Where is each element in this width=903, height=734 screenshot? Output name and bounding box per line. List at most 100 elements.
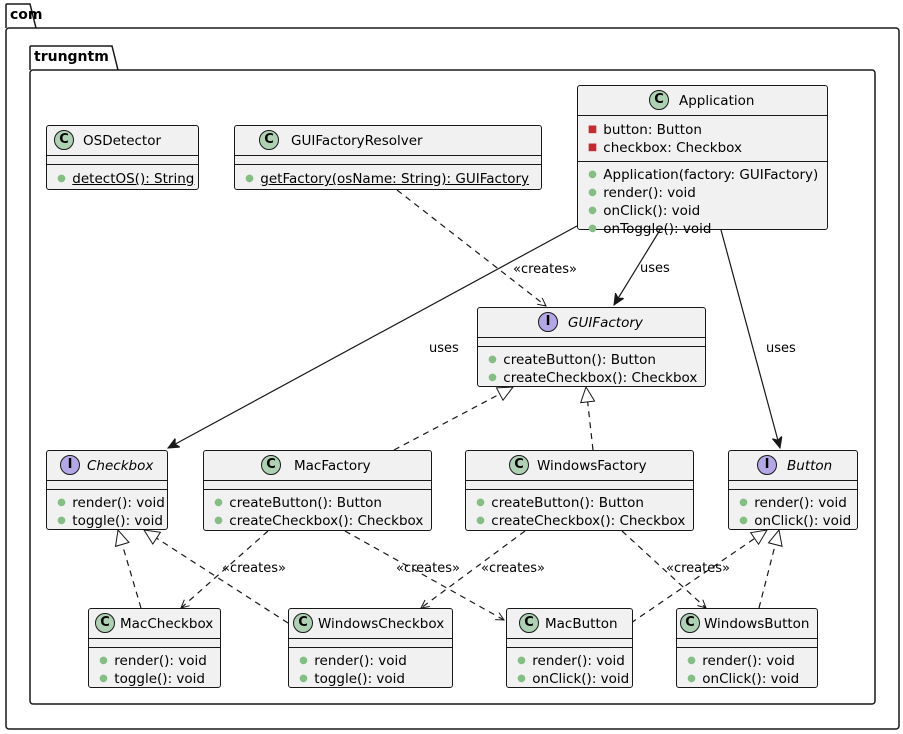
class-name: WindowsButton: [704, 616, 810, 632]
edge-application-uses-guifactory: [614, 229, 661, 305]
interface-name: Button: [787, 458, 833, 474]
package-trungntm-frame: [29, 45, 876, 705]
class-circle-icon: C: [293, 613, 313, 633]
edge-windowsbutton-realizes-button: [758, 528, 783, 609]
relation-label-uses-guifactory: uses: [640, 261, 670, 276]
edge-macfactory-creates-macbutton: [344, 530, 504, 620]
method-row: ● onClick(): void: [677, 670, 817, 688]
method-row: ● toggle(): void: [89, 670, 220, 688]
public-visibility-icon: ●: [488, 372, 497, 383]
method-row: ● render(): void: [47, 494, 167, 512]
interface-guifactory[interactable]: I GUIFactory ● createButton(): Button ● …: [477, 307, 706, 387]
method-row: ● createCheckbox(): Checkbox: [204, 512, 431, 530]
class-name: MacFactory: [294, 458, 371, 474]
public-visibility-icon: ●: [245, 173, 254, 184]
public-visibility-icon: ●: [488, 354, 497, 365]
interface-circle-icon: I: [60, 455, 80, 475]
field-row: ■ checkbox: Checkbox: [587, 140, 742, 156]
public-visibility-icon: ●: [99, 655, 108, 666]
private-visibility-icon: ■: [587, 124, 598, 135]
class-circle-icon: C: [680, 613, 700, 633]
class-macbutton[interactable]: C MacButton ● render(): void ● onClick()…: [506, 608, 633, 688]
method-row: ● render(): void: [677, 652, 817, 670]
method-row: ● toggle(): void: [47, 512, 167, 530]
public-visibility-icon: ●: [57, 497, 66, 508]
method-row: ● onClick(): void: [578, 202, 827, 220]
method-row: ● render(): void: [578, 184, 827, 202]
relation-label-creates-macbutton: «creates»: [396, 561, 460, 576]
public-visibility-icon: ●: [687, 655, 696, 666]
interface-button[interactable]: I Button ● render(): void ● onClick(): v…: [728, 450, 858, 530]
class-circle-icon: C: [261, 455, 281, 475]
relation-label-uses-checkbox: uses: [429, 341, 459, 356]
edge-macfactory-creates-maccheckbox: [181, 530, 269, 608]
method-row: ● createCheckbox(): Checkbox: [478, 369, 705, 387]
class-name: MacButton: [545, 616, 618, 632]
field-row: ■ button: Button: [587, 122, 702, 138]
method-row: ● render(): void: [289, 652, 452, 670]
interface-checkbox[interactable]: I Checkbox ● render(): void ● toggle(): …: [46, 450, 168, 530]
class-guifactoryresolver[interactable]: C GUIFactoryResolver ● getFactory(osName…: [234, 125, 542, 190]
edge-windowsfactory-realizes-guifactory: [579, 385, 596, 451]
edge-resolver-creates-guifactory: [396, 189, 546, 306]
class-macfactory[interactable]: C MacFactory ● createButton(): Button ● …: [203, 450, 432, 531]
method-row: ● render(): void: [507, 652, 632, 670]
class-circle-icon: C: [95, 613, 115, 633]
public-visibility-icon: ●: [57, 173, 66, 184]
public-visibility-icon: ●: [739, 515, 748, 526]
class-name: MacCheckbox: [120, 616, 214, 632]
relation-label-creates-maccheckbox: «creates»: [222, 561, 286, 576]
public-visibility-icon: ●: [299, 655, 308, 666]
class-name: GUIFactoryResolver: [291, 133, 423, 149]
class-name: Application: [679, 93, 755, 109]
edge-application-uses-button: [720, 229, 780, 448]
interface-circle-icon: I: [538, 312, 558, 332]
class-windowsbutton[interactable]: C WindowsButton ● render(): void ● onCli…: [676, 608, 818, 688]
method-row: ● onToggle(): void: [578, 220, 827, 238]
edge-windowsfactory-creates-windowsbutton: [621, 530, 706, 608]
class-circle-icon: C: [519, 613, 539, 633]
method-row: ● createButton(): Button: [466, 494, 693, 512]
class-windowsfactory[interactable]: C WindowsFactory ● createButton(): Butto…: [465, 450, 694, 531]
public-visibility-icon: ●: [687, 673, 696, 684]
interface-circle-icon: I: [757, 455, 777, 475]
relation-label-uses-button: uses: [766, 341, 796, 356]
method-row: ● Application(factory: GUIFactory): [578, 166, 827, 184]
class-name: WindowsCheckbox: [318, 616, 445, 632]
edge-macfactory-realizes-guifactory: [393, 386, 515, 451]
public-visibility-icon: ●: [99, 673, 108, 684]
public-visibility-icon: ●: [214, 497, 223, 508]
method-row: ● createButton(): Button: [478, 351, 705, 369]
public-visibility-icon: ●: [517, 655, 526, 666]
method-row: ● createCheckbox(): Checkbox: [466, 512, 693, 530]
class-windowscheckbox[interactable]: C WindowsCheckbox ● render(): void ● tog…: [288, 608, 453, 688]
public-visibility-icon: ●: [588, 187, 597, 198]
relation-label-creates-guifactory: «creates»: [513, 262, 577, 277]
method-row: ● getFactory(osName: String): GUIFactory: [235, 170, 541, 188]
method-row: ● render(): void: [729, 494, 857, 512]
method-row: ● createButton(): Button: [204, 494, 431, 512]
method-row: ● toggle(): void: [289, 670, 452, 688]
public-visibility-icon: ●: [476, 497, 485, 508]
class-circle-icon: C: [259, 130, 279, 150]
public-visibility-icon: ●: [588, 223, 597, 234]
method-row: ● onClick(): void: [729, 512, 857, 530]
public-visibility-icon: ●: [57, 515, 66, 526]
public-visibility-icon: ●: [476, 515, 485, 526]
class-osdetector[interactable]: C OSDetector ● detectOS(): String: [46, 125, 199, 190]
public-visibility-icon: ●: [739, 497, 748, 508]
package-trungntm-label: trungntm: [34, 49, 109, 65]
private-visibility-icon: ■: [587, 142, 598, 153]
package-com-label: com: [10, 7, 43, 23]
public-visibility-icon: ●: [588, 169, 597, 180]
class-maccheckbox[interactable]: C MacCheckbox ● render(): void ● toggle(…: [88, 608, 221, 688]
method-row: ● render(): void: [89, 652, 220, 670]
edge-maccheckbox-realizes-checkbox: [114, 528, 142, 609]
public-visibility-icon: ●: [214, 515, 223, 526]
public-visibility-icon: ●: [517, 673, 526, 684]
class-application[interactable]: C Application ■ button: Button ■ checkbo…: [577, 85, 828, 237]
class-circle-icon: C: [54, 130, 74, 150]
method-row: ● onClick(): void: [507, 670, 632, 688]
